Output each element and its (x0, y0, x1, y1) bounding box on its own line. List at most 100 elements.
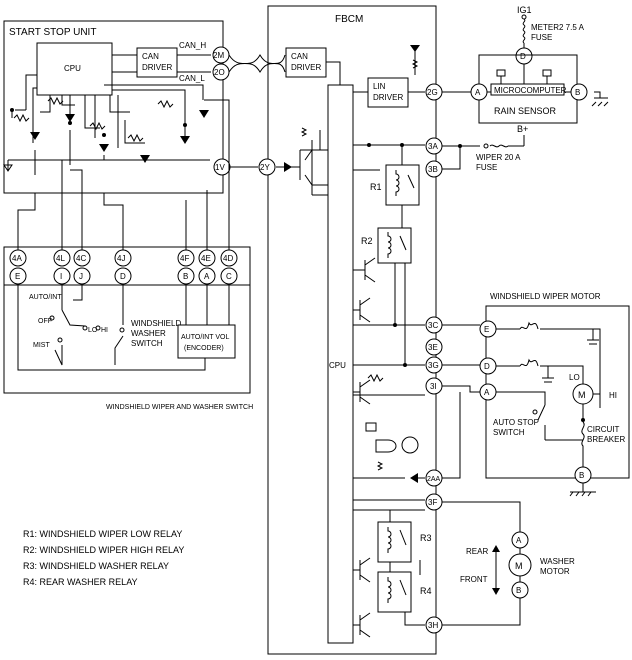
ssu-cpu-box (36, 42, 113, 96)
washer-motor-m-label: M (515, 561, 523, 571)
wiper-fuse-label-1: WIPER 20 A (476, 153, 521, 162)
relay-legend: R1: WINDSHIELD WIPER LOW RELAY R2: WINDS… (23, 529, 184, 587)
svg-text:2M: 2M (213, 51, 224, 60)
washer-connector-A: A (516, 536, 522, 545)
connector-2G: 2G (425, 83, 443, 101)
motor-connector-D: D (484, 362, 490, 371)
svg-text:3B: 3B (428, 165, 438, 174)
circuit-breaker-label-2: BREAKER (587, 435, 625, 444)
switch-connector-4E: 4E (201, 254, 211, 263)
switch-connector-J: J (79, 272, 83, 281)
connector-3F: 3F (425, 493, 443, 511)
connector-2Y: 2Y (258, 158, 276, 176)
front-label: FRONT (460, 575, 488, 584)
fbcm-cpu-box (327, 84, 354, 644)
motor-connector-B: B (579, 471, 584, 480)
switch-connector-I: I (60, 272, 62, 281)
connector-2M: 2M (212, 46, 230, 64)
svg-text:1V: 1V (215, 163, 225, 172)
washer-connector-B: B (516, 586, 521, 595)
svg-text:2AA: 2AA (427, 476, 441, 483)
ssu-can-driver-label-1: CAN (142, 52, 159, 61)
wiper-washer-switch-unit: WINDSHIELD WIPER AND WASHER SWITCH 4A 4L… (3, 99, 253, 411)
wiper-motor-label: WINDSHIELD WIPER MOTOR (490, 292, 601, 301)
auto-stop-label-2: SWITCH (493, 428, 525, 437)
connector-3C: 3C (425, 316, 443, 334)
washer-switch-label-1: WINDSHIELD (131, 319, 181, 328)
auto-stop-label-1: AUTO STOP (493, 418, 539, 427)
microcomputer-label: MICROCOMPUTER (494, 86, 567, 95)
relay-r2 (377, 227, 412, 264)
relay-r4-label: R4 (420, 586, 432, 596)
rain-sensor-label: RAIN SENSOR (494, 106, 557, 116)
legend-r4: R4: REAR WASHER RELAY (23, 577, 138, 587)
switch-connector-C: C (226, 272, 232, 281)
motor-lo-label: LO (569, 373, 580, 382)
washer-motor-unit: A B M WASHER MOTOR REAR FRONT (442, 501, 575, 626)
svg-text:3H: 3H (428, 621, 438, 630)
fbcm-can-driver-box (285, 47, 327, 78)
svg-text:2G: 2G (427, 88, 438, 97)
rain-connector-B: B (575, 88, 580, 97)
svg-text:3E: 3E (428, 343, 438, 352)
microcomputer-box (490, 83, 565, 96)
ig1-label: IG1 (517, 5, 532, 15)
fbcm-label: FBCM (335, 14, 363, 25)
switch-unit-label: WINDSHIELD WIPER AND WASHER SWITCH (106, 404, 253, 411)
relay-r3 (377, 521, 412, 563)
fbcm-can-driver-label-1: CAN (291, 52, 308, 61)
ssu-can-driver-label-2: DRIVER (142, 63, 172, 72)
wiper-motor-m-label: M (578, 390, 586, 400)
svg-text:3G: 3G (428, 361, 439, 370)
connector-2AA: 2AA (425, 469, 443, 487)
fbcm-lin-driver-box (367, 77, 409, 108)
fbcm-lin-driver-label-2: DRIVER (373, 93, 403, 102)
fbcm-can-driver-label-2: DRIVER (291, 63, 321, 72)
switch-pos-mist: MIST (33, 342, 50, 349)
switch-pos-hi: HI (101, 327, 108, 334)
washer-switch-label-3: SWITCH (131, 339, 163, 348)
rain-sensor-unit: IG1 METER2 7.5 A FUSE D MICROCOMPUTER RA… (442, 5, 609, 124)
switch-pos-lo: LO (88, 327, 98, 334)
switch-connector-4F: 4F (180, 254, 189, 263)
svg-text:3F: 3F (428, 498, 437, 507)
rear-label: REAR (466, 547, 488, 556)
switch-connector-4A: 4A (12, 254, 22, 263)
switch-pos-off: OFF (38, 318, 52, 325)
motor-connector-E: E (484, 325, 489, 334)
washer-switch-label-2: WASHER (131, 329, 166, 338)
svg-text:3I: 3I (430, 382, 437, 391)
switch-connector-4D: 4D (223, 254, 233, 263)
legend-r3: R3: WINDSHIELD WASHER RELAY (23, 561, 169, 571)
svg-text:2Y: 2Y (260, 163, 270, 172)
relay-r1-label: R1 (370, 182, 382, 192)
connector-1V: 1V (213, 158, 231, 176)
switch-connector-D: D (120, 272, 126, 281)
wiper-fuse-group: B+ WIPER 20 A FUSE (442, 124, 528, 172)
fbcm-cpu-label: CPU (329, 361, 346, 370)
relay-r4 (377, 571, 412, 613)
relay-r2-label: R2 (361, 236, 373, 246)
switch-connector-A: A (204, 272, 210, 281)
switch-connector-B: B (183, 272, 188, 281)
washer-motor-symbol (508, 553, 532, 577)
washer-motor-label-1: WASHER (540, 557, 575, 566)
relay-r3-label: R3 (420, 533, 432, 543)
connector-2O: 2O (212, 63, 230, 81)
circuit-breaker-label-1: CIRCUIT (587, 425, 620, 434)
ssu-can-driver-box (136, 47, 178, 78)
rain-connector-A: A (475, 88, 481, 97)
connector-3E: 3E (425, 338, 443, 356)
fbcm-unit: FBCM CAN DRIVER LIN DRIVER CPU R1 R2 (267, 5, 437, 655)
meter2-fuse-label-2: FUSE (531, 33, 552, 42)
fbcm-lin-driver-label-1: LIN (373, 82, 386, 91)
can-l-label: CAN_L (179, 74, 205, 83)
motor-hi-label: HI (609, 391, 617, 400)
wiper-motor-unit: WINDSHIELD WIPER MOTOR E D A B LO HI M C… (442, 292, 630, 497)
legend-r1: R1: WINDSHIELD WIPER LOW RELAY (23, 529, 182, 539)
switch-connector-4J: 4J (117, 254, 125, 263)
auto-int-vol-label-1: AUTO/INT VOL (181, 334, 229, 341)
auto-int-vol-label-2: (ENCODER) (184, 345, 224, 352)
